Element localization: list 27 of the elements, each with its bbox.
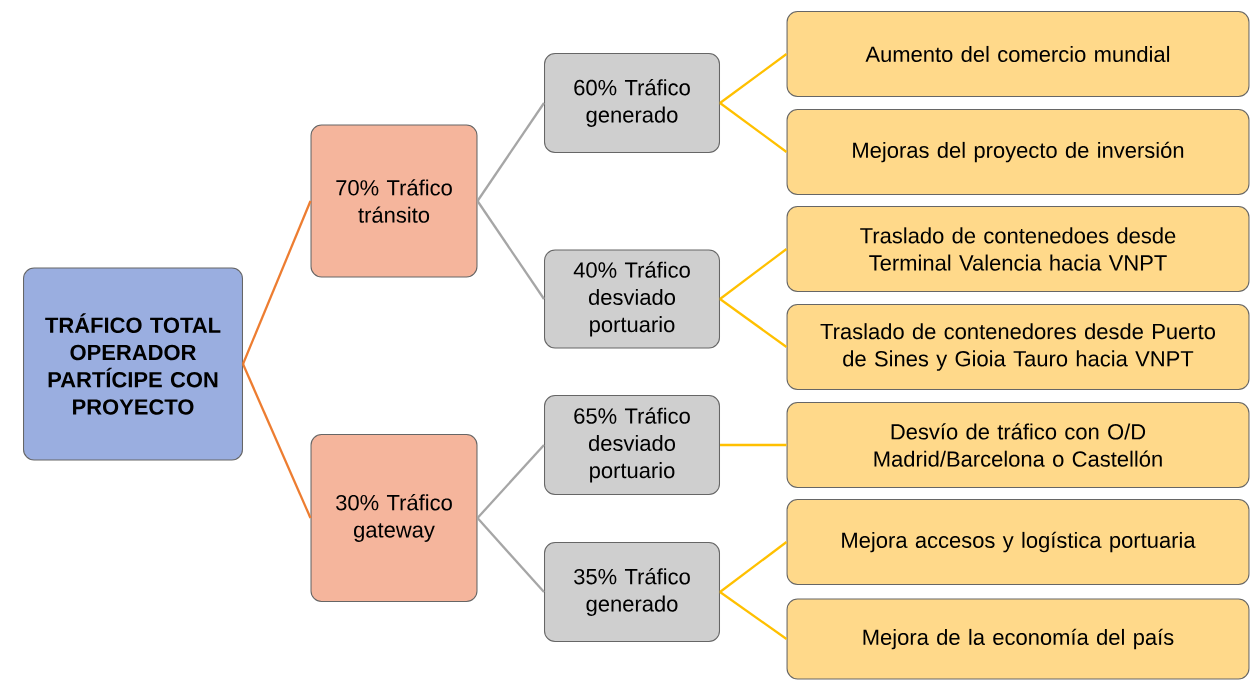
connector-line [476, 200, 545, 300]
connector-line [241, 363, 312, 519]
connector-line [476, 444, 545, 519]
connector-line [241, 200, 312, 365]
connector-line [720, 443, 787, 447]
subcategory-box: 35% Tráfico generado [544, 542, 720, 643]
root-box: TRÁFICO TOTAL OPERADOR PARTÍCIPE CON PROYECTO [23, 267, 243, 461]
connector-line [719, 102, 788, 153]
factor-box: Aumento del comercio mundial [786, 11, 1250, 98]
connector-line [719, 248, 788, 300]
subcategory-box: 40% Tráfico desviado portuario [544, 249, 720, 349]
subcategory-box: 65% Tráfico desviado portuario [544, 395, 720, 496]
connector-line [476, 517, 545, 593]
factor-box: Traslado de contenedoes desde Terminal Valencia hacia VNPT [786, 206, 1250, 293]
connector-line [719, 298, 788, 348]
connector-line [719, 591, 788, 640]
category-box: 30% Tráfico gateway [310, 434, 478, 603]
factor-box: Mejora de la economía del país [786, 598, 1250, 680]
connector-line [719, 541, 788, 593]
factor-box: Mejora accesos y logística portuaria [786, 499, 1250, 586]
factor-box: Desvío de tráfico con O/D Madrid/Barcelona o Castellón [786, 402, 1250, 489]
subcategory-box: 60% Tráfico generado [544, 53, 720, 154]
factor-box: Mejoras del proyecto de inversión [786, 109, 1250, 196]
connector-line [476, 102, 545, 202]
factor-box: Traslado de contenedores desde Puerto de Sines y Gioia Tauro hacia VNPT [786, 304, 1250, 391]
connector-line [719, 53, 788, 104]
category-box: 70% Tráfico tránsito [310, 124, 478, 278]
